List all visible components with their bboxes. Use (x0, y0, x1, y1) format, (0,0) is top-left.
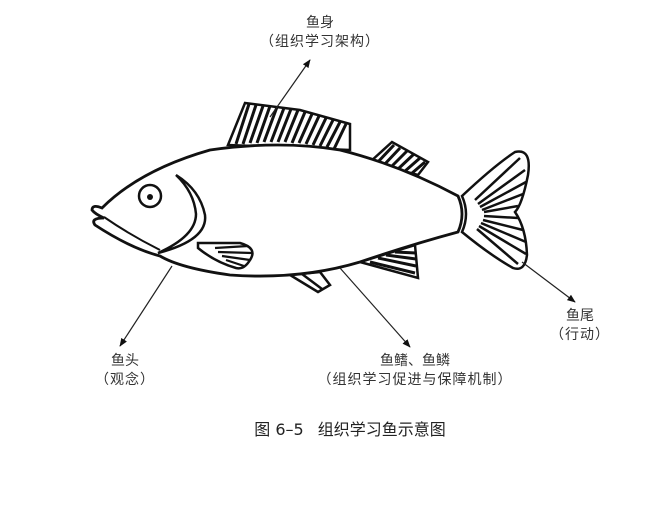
label-fish-body-meaning: （组织学习架构） (260, 34, 380, 50)
figure-title: 组织学习鱼示意图 (317, 420, 446, 439)
arrow-fins (339, 267, 411, 348)
dorsal-fin (226, 101, 352, 152)
arrow-body (269, 59, 311, 118)
label-fish-head-name: 鱼头 (111, 353, 139, 369)
mouth (103, 216, 161, 251)
pectoral-fin (196, 241, 254, 270)
arrow-head (119, 265, 173, 347)
label-fish-body-name: 鱼身 (306, 15, 334, 31)
arrow-tail (521, 261, 576, 303)
tail-fin (460, 150, 530, 270)
label-fish-head-meaning: （观念） (95, 372, 155, 388)
figure-caption: 图 6–5 组织学习鱼示意图 (220, 416, 480, 440)
figure-number: 图 6–5 (254, 420, 304, 439)
label-fish-tail: 鱼尾 （行动） (530, 307, 630, 345)
label-fish-tail-name: 鱼尾 (566, 308, 594, 324)
label-fish-fins: 鱼鳍、鱼鳞 （组织学习促进与保障机制） (290, 352, 540, 390)
gill (157, 173, 207, 255)
label-fish-tail-meaning: （行动） (550, 327, 610, 343)
label-fish-body: 鱼身 （组织学习架构） (230, 14, 410, 52)
label-fish-head: 鱼头 （观念） (70, 352, 180, 390)
label-fish-fins-name: 鱼鳍、鱼鳞 (380, 353, 450, 369)
label-fish-fins-meaning: （组织学习促进与保障机制） (317, 372, 513, 388)
eye (137, 183, 163, 209)
